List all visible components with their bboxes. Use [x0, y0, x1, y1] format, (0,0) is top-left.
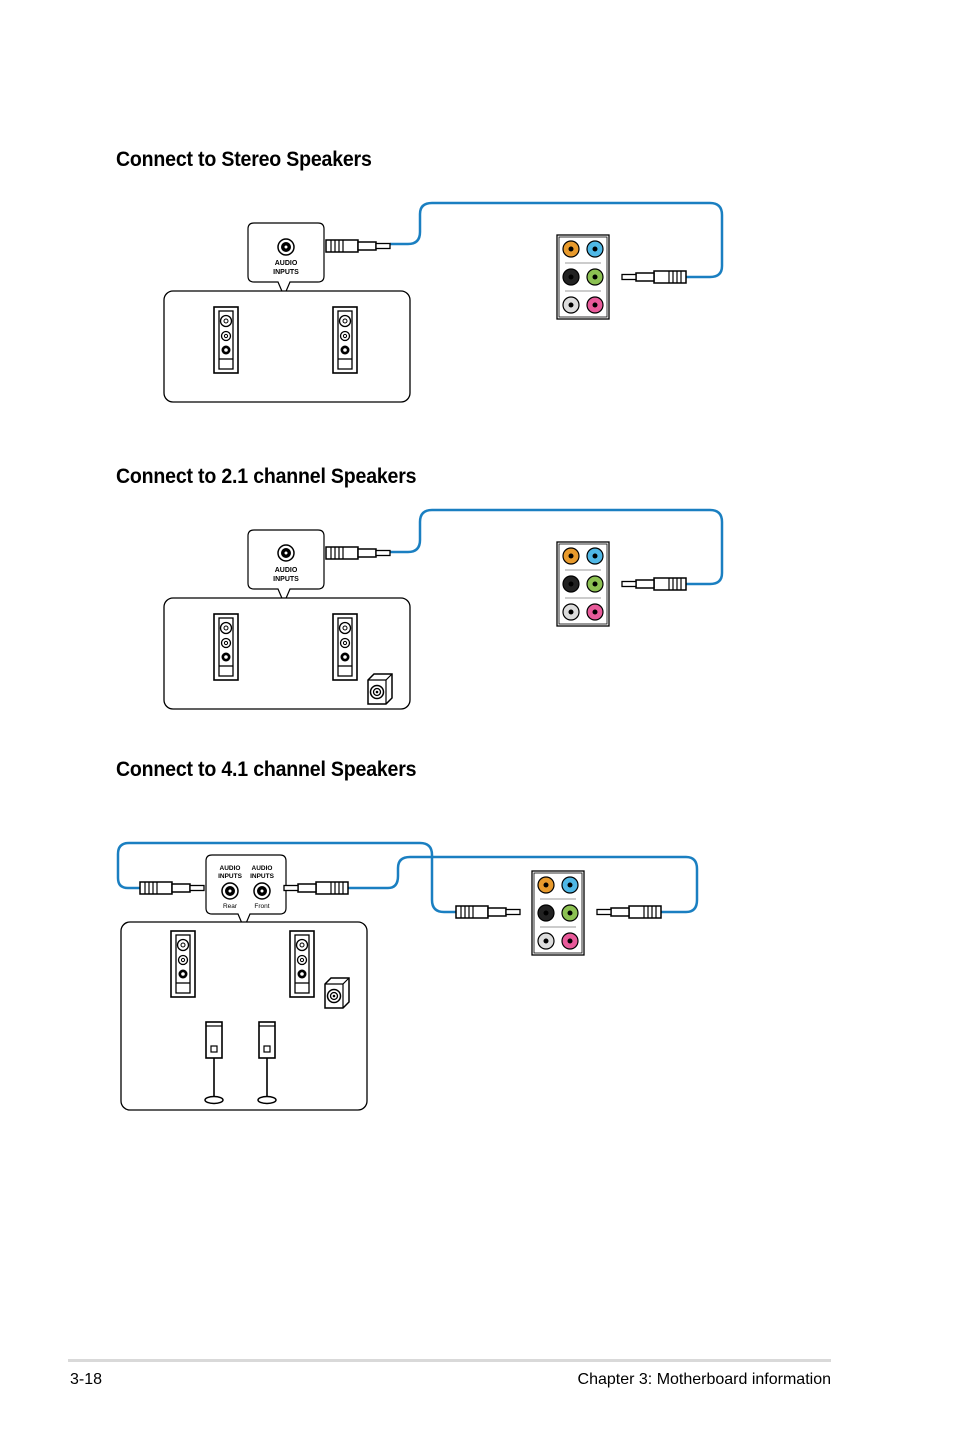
- 4-1-speaker-diagram: AUDIO INPUTS AUDIO INPUTS Rear Front: [116, 841, 699, 1111]
- panel-plug-icon: [621, 270, 687, 284]
- speaker-box: [163, 290, 411, 403]
- stereo-speaker-diagram: AUDIO INPUTS: [163, 201, 724, 403]
- front-left-speaker-icon: [170, 930, 196, 998]
- subwoofer-icon: [324, 977, 350, 1009]
- panel-plug-icon: [621, 577, 687, 591]
- front-caption: Front: [254, 903, 269, 910]
- panel-front-plug-icon: [596, 905, 662, 919]
- subwoofer-icon: [367, 673, 393, 705]
- 2-1-speaker-diagram: AUDIO INPUTS: [163, 508, 724, 710]
- audio-inputs-label-line1: AUDIO: [275, 567, 298, 574]
- rear-plug-icon: [139, 881, 205, 895]
- plug-icon: [325, 546, 391, 560]
- rear-caption: Rear: [223, 903, 238, 910]
- right-speaker-icon: [332, 306, 358, 374]
- left-speaker-icon: [213, 613, 239, 681]
- front-label-line2: INPUTS: [250, 873, 275, 880]
- footer-rule: [68, 1359, 831, 1362]
- rear-input-jack-icon: [221, 882, 239, 900]
- section-heading-stereo: Connect to Stereo Speakers: [116, 148, 372, 171]
- audio-input-callout: [205, 854, 287, 930]
- chapter-title: Chapter 3: Motherboard information: [577, 1371, 831, 1388]
- audio-inputs-label-line2: INPUTS: [273, 269, 299, 276]
- right-speaker-icon: [332, 613, 358, 681]
- rear-cable: [116, 841, 456, 914]
- audio-port-panel: [531, 870, 585, 956]
- audio-input-callout: [247, 222, 325, 298]
- cable: [390, 201, 724, 279]
- cable: [390, 508, 724, 586]
- front-label-line1: AUDIO: [252, 865, 273, 872]
- plug-icon: [325, 239, 391, 253]
- section-heading-2-1: Connect to 2.1 channel Speakers: [116, 465, 417, 488]
- audio-input-jack-icon: [277, 238, 295, 256]
- audio-input-callout: [247, 529, 325, 605]
- front-plug-icon: [283, 881, 349, 895]
- page-number: 3-18: [70, 1371, 103, 1388]
- speaker-box: [120, 921, 368, 1111]
- panel-rear-plug-icon: [455, 905, 521, 919]
- rear-label-line2: INPUTS: [218, 873, 243, 880]
- front-cable: [348, 855, 699, 914]
- front-input-jack-icon: [253, 882, 271, 900]
- audio-inputs-label-line2: INPUTS: [273, 576, 299, 583]
- left-speaker-icon: [213, 306, 239, 374]
- audio-inputs-label-line1: AUDIO: [275, 260, 298, 267]
- front-right-speaker-icon: [289, 930, 315, 998]
- section-heading-4-1: Connect to 4.1 channel Speakers: [116, 758, 417, 781]
- rear-label-line1: AUDIO: [220, 865, 241, 872]
- audio-port-panel: [556, 541, 610, 627]
- audio-port-panel: [556, 234, 610, 320]
- audio-input-jack-icon: [277, 544, 295, 562]
